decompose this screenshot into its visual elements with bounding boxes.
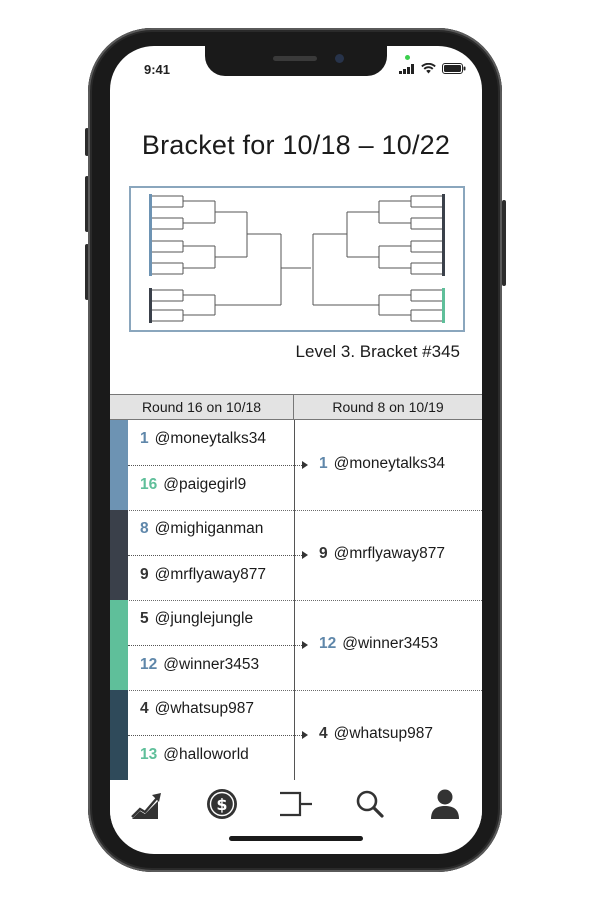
arrow-right-icon bbox=[302, 461, 308, 469]
status-time: 9:41 bbox=[144, 62, 171, 77]
player-bottom[interactable]: 16 @paigegirl9 bbox=[140, 476, 246, 494]
seed-number: 9 bbox=[319, 545, 328, 562]
volume-down-button bbox=[85, 244, 89, 300]
level-label: Level 3. Bracket #345 bbox=[295, 342, 460, 361]
player-top[interactable]: 5 @junglejungle bbox=[140, 610, 253, 628]
match-color-stripe bbox=[110, 420, 128, 510]
seed-number: 5 bbox=[140, 610, 149, 627]
username: @paigegirl9 bbox=[163, 476, 247, 493]
seed-number: 1 bbox=[140, 430, 149, 447]
advancing-player[interactable]: 4 @whatsup987 bbox=[319, 725, 433, 743]
player-bottom[interactable]: 12 @winner3453 bbox=[140, 656, 259, 674]
connector-line bbox=[128, 645, 304, 646]
bracket-diagram[interactable] bbox=[129, 186, 465, 332]
battery-icon bbox=[442, 63, 466, 74]
advancing-player[interactable]: 12 @winner3453 bbox=[319, 635, 438, 653]
username: @halloworld bbox=[163, 746, 249, 763]
matchup-row[interactable]: 8 @mighiganman 9 @mrflyaway877 9 @mrflyaway… bbox=[110, 510, 482, 600]
seed-number: 1 bbox=[319, 455, 328, 472]
advancing-player[interactable]: 9 @mrflyaway877 bbox=[319, 545, 445, 563]
row-separator bbox=[110, 510, 482, 511]
username: @junglejungle bbox=[154, 610, 254, 627]
arrow-right-icon bbox=[302, 551, 308, 559]
seed-number: 12 bbox=[140, 656, 158, 673]
username: @mrflyaway877 bbox=[333, 545, 445, 562]
seed-number: 9 bbox=[140, 566, 149, 583]
bracket-icon bbox=[279, 791, 312, 817]
username: @winner3453 bbox=[342, 635, 439, 652]
match-color-stripe bbox=[110, 510, 128, 600]
status-icons bbox=[399, 63, 466, 74]
volume-up-button bbox=[85, 176, 89, 232]
seed-number: 16 bbox=[140, 476, 158, 493]
username: @mighiganman bbox=[154, 520, 264, 537]
arrow-right-icon bbox=[302, 641, 308, 649]
signal-icon bbox=[399, 63, 414, 74]
match-color-stripe bbox=[110, 600, 128, 690]
round-column-divider bbox=[294, 420, 295, 782]
player-bottom[interactable]: 9 @mrflyaway877 bbox=[140, 566, 266, 584]
username: @mrflyaway877 bbox=[154, 566, 266, 583]
player-top[interactable]: 4 @whatsup987 bbox=[140, 700, 254, 718]
speaker-grille bbox=[273, 56, 317, 61]
matchup-row[interactable]: 5 @junglejungle 12 @winner3453 12 @winner34… bbox=[110, 600, 482, 690]
username: @moneytalks34 bbox=[154, 430, 266, 447]
connector-line bbox=[128, 735, 304, 736]
arrow-right-icon bbox=[302, 731, 308, 739]
tab-brackets[interactable] bbox=[271, 784, 321, 824]
tab-profile[interactable] bbox=[420, 784, 470, 824]
matchup-row[interactable]: 1 @moneytalks34 16 @paigegirl9 1 @moneytalk… bbox=[110, 420, 482, 510]
chart-growth-icon bbox=[131, 793, 162, 819]
bracket-lines bbox=[149, 194, 445, 323]
seed-number: 4 bbox=[319, 725, 328, 742]
player-bottom[interactable]: 13 @halloworld bbox=[140, 746, 249, 764]
bottom-tab-bar: $ bbox=[110, 780, 482, 828]
username: @whatsup987 bbox=[333, 725, 433, 742]
connector-line bbox=[128, 465, 304, 466]
advancing-player[interactable]: 1 @moneytalks34 bbox=[319, 455, 445, 473]
camera-indicator-dot bbox=[405, 55, 410, 60]
page-title: Bracket for 10/18 – 10/22 bbox=[141, 130, 451, 160]
tab-stats[interactable] bbox=[122, 784, 172, 824]
profile-icon bbox=[430, 789, 459, 819]
seed-number: 12 bbox=[319, 635, 337, 652]
mute-switch bbox=[85, 128, 89, 156]
seed-number: 4 bbox=[140, 700, 149, 717]
match-color-stripe bbox=[110, 690, 128, 780]
dollar-coin-icon: $ bbox=[206, 789, 237, 819]
tab-wallet[interactable]: $ bbox=[197, 784, 247, 824]
seed-number: 13 bbox=[140, 746, 158, 763]
round-8-header: Round 8 on 10/19 bbox=[332, 399, 444, 415]
connector-line bbox=[128, 555, 304, 556]
tab-search[interactable] bbox=[345, 784, 395, 824]
username: @moneytalks34 bbox=[333, 455, 445, 472]
notch bbox=[205, 46, 387, 76]
row-separator bbox=[110, 690, 482, 691]
player-top[interactable]: 1 @moneytalks34 bbox=[140, 430, 266, 448]
username: @whatsup987 bbox=[154, 700, 254, 717]
home-indicator[interactable] bbox=[229, 836, 363, 841]
wifi-icon bbox=[421, 63, 436, 74]
round-16-header: Round 16 on 10/18 bbox=[110, 395, 294, 419]
search-icon bbox=[357, 790, 384, 818]
app-screen: 9:41 Bracket for 10/18 – 10/22 bbox=[110, 46, 482, 854]
row-separator bbox=[110, 600, 482, 601]
front-camera bbox=[335, 54, 344, 63]
svg-text:$: $ bbox=[216, 795, 227, 814]
username: @winner3453 bbox=[163, 656, 260, 673]
seed-number: 8 bbox=[140, 520, 149, 537]
player-top[interactable]: 8 @mighiganman bbox=[140, 520, 263, 538]
power-button bbox=[502, 200, 506, 286]
rounds-header: Round 16 on 10/18 Round 8 on 10/19 bbox=[110, 394, 482, 420]
matchup-row[interactable]: 4 @whatsup987 13 @halloworld 4 @whatsup987 bbox=[110, 690, 482, 780]
matchups-list: 1 @moneytalks34 16 @paigegirl9 1 @moneytalk… bbox=[110, 420, 482, 782]
